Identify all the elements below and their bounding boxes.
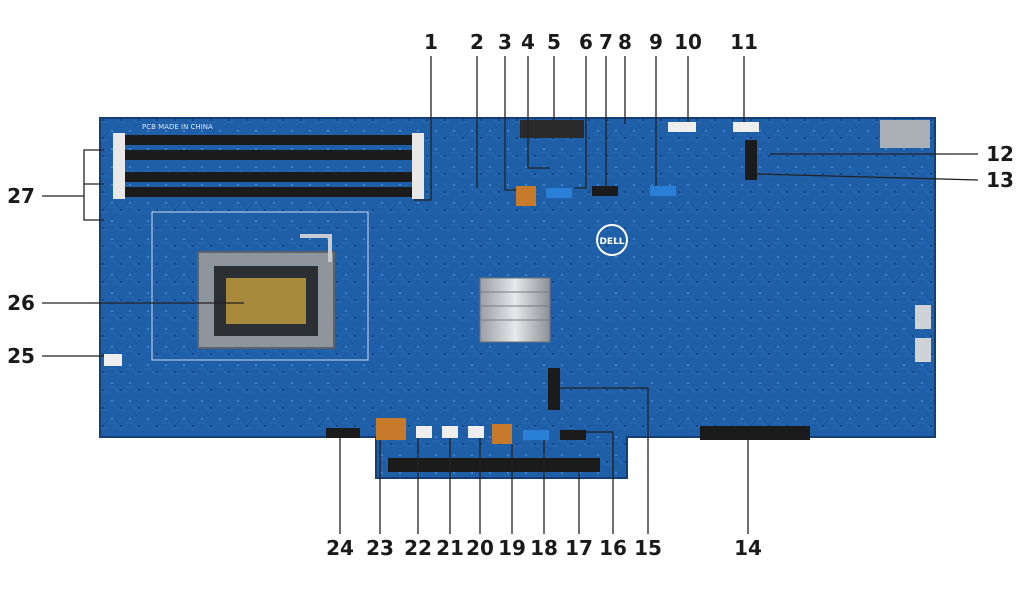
chipset-heatsink bbox=[479, 277, 551, 343]
callout-label-26: 26 bbox=[7, 291, 35, 315]
pcie-slot-main bbox=[388, 458, 600, 472]
power-connector-4pin bbox=[516, 186, 536, 206]
sata-connector-top-1 bbox=[546, 188, 572, 198]
silkscreen-text: PCB MADE IN CHINA bbox=[142, 123, 213, 131]
callout-label-23: 23 bbox=[366, 536, 394, 560]
leader-line-1 bbox=[414, 56, 432, 201]
callout-label-27: 27 bbox=[7, 184, 35, 208]
leader-line-4 bbox=[527, 56, 550, 169]
sata-connector-top-2 bbox=[592, 186, 618, 196]
leader-line-13 bbox=[756, 173, 979, 181]
front-panel-header bbox=[326, 428, 360, 438]
fan-header-1 bbox=[416, 426, 432, 438]
callout-label-7: 7 bbox=[599, 30, 613, 54]
callout-label-17: 17 bbox=[565, 536, 593, 560]
callout-label-10: 10 bbox=[674, 30, 702, 54]
rear-io-usb bbox=[915, 305, 931, 329]
header-top-2 bbox=[733, 122, 759, 132]
callout-label-16: 16 bbox=[599, 536, 627, 560]
dell-logo: DELL bbox=[596, 224, 628, 256]
callout-label-25: 25 bbox=[7, 344, 35, 368]
rear-io-usb-2 bbox=[915, 338, 931, 362]
rear-io-lan bbox=[880, 120, 930, 148]
callout-label-3: 3 bbox=[498, 30, 512, 54]
cpu-socket bbox=[151, 211, 369, 361]
fan-header-left bbox=[104, 354, 122, 366]
pcie-slot-right bbox=[700, 426, 810, 440]
leader-line-6 bbox=[575, 56, 587, 189]
header-top-1 bbox=[668, 122, 696, 132]
callout-label-20: 20 bbox=[466, 536, 494, 560]
sata-connector-bottom-2 bbox=[560, 430, 586, 440]
callout-label-4: 4 bbox=[521, 30, 535, 54]
callout-label-11: 11 bbox=[730, 30, 758, 54]
callout-label-18: 18 bbox=[530, 536, 558, 560]
callout-label-8: 8 bbox=[618, 30, 632, 54]
callout-label-15: 15 bbox=[634, 536, 662, 560]
callout-label-24: 24 bbox=[326, 536, 354, 560]
callout-label-21: 21 bbox=[436, 536, 464, 560]
callout-label-9: 9 bbox=[649, 30, 663, 54]
callout-label-22: 22 bbox=[404, 536, 432, 560]
callout-label-5: 5 bbox=[547, 30, 561, 54]
leader-lines bbox=[42, 56, 979, 534]
m2-slot-upper bbox=[745, 140, 757, 180]
fan-header-2 bbox=[442, 426, 458, 438]
callout-label-12: 12 bbox=[986, 142, 1014, 166]
sata-connector-top-3 bbox=[650, 186, 676, 196]
m2-slot-lower bbox=[548, 368, 560, 410]
leader-line-16 bbox=[586, 431, 614, 534]
leader-line-3 bbox=[504, 56, 516, 191]
svg-text:DELL: DELL bbox=[599, 237, 624, 247]
callout-label-13: 13 bbox=[986, 168, 1014, 192]
atx-power-connector bbox=[520, 120, 584, 138]
sata-connector-bottom-1 bbox=[523, 430, 549, 440]
power-connector-4pin-bottom bbox=[492, 424, 512, 444]
leader-line-27 bbox=[42, 149, 104, 221]
fan-header-3 bbox=[468, 426, 484, 438]
power-connector-8pin bbox=[376, 418, 406, 440]
leader-line-15 bbox=[560, 387, 649, 534]
callout-label-1: 1 bbox=[424, 30, 438, 54]
callout-label-14: 14 bbox=[734, 536, 762, 560]
callout-label-2: 2 bbox=[470, 30, 484, 54]
callout-label-19: 19 bbox=[498, 536, 526, 560]
memory-slots bbox=[113, 133, 424, 199]
callout-label-6: 6 bbox=[579, 30, 593, 54]
